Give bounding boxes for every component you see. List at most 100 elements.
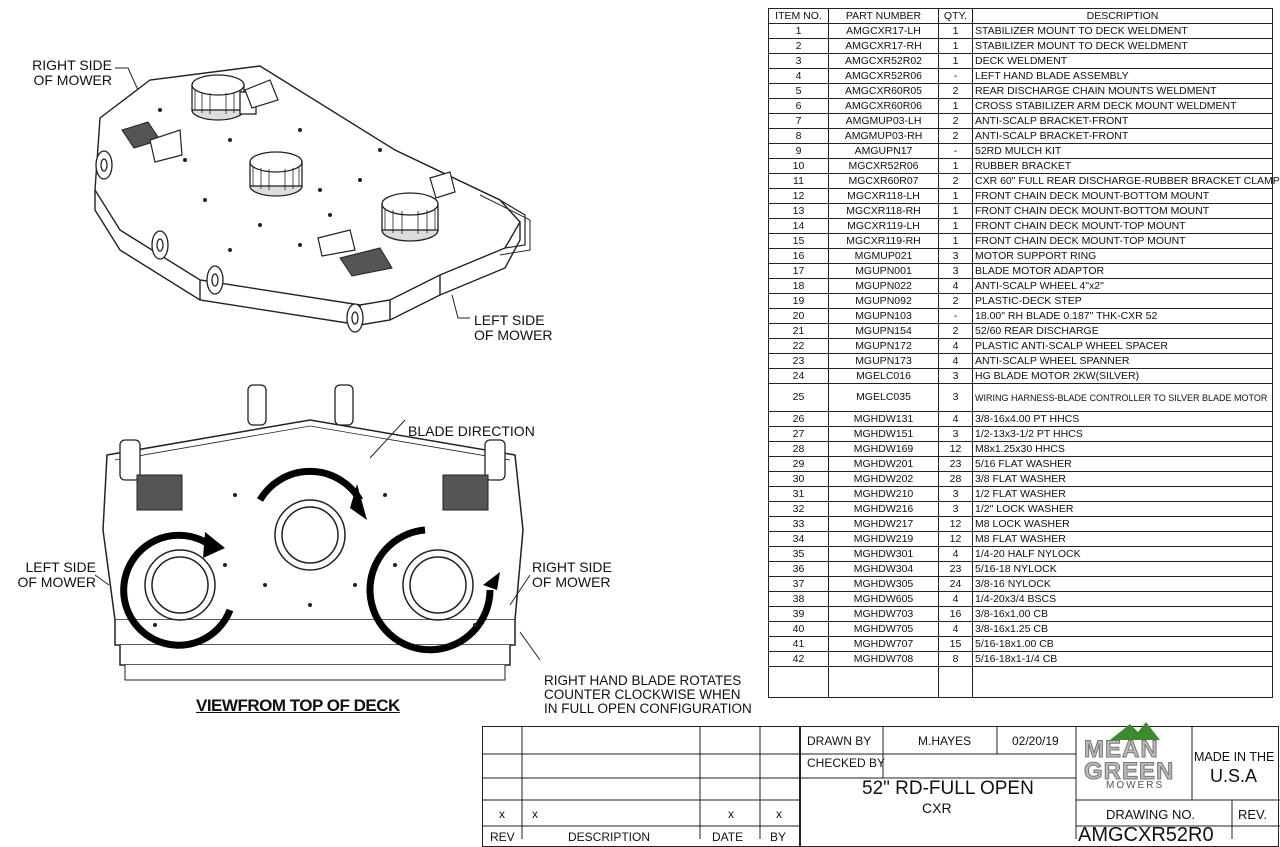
bom-item-no: 28 bbox=[768, 441, 829, 457]
logo-text: MOWERS bbox=[1106, 780, 1165, 791]
rh-blade-note: RIGHT HAND BLADE ROTATES COUNTER CLOCKWI… bbox=[544, 673, 752, 716]
bom-qty: 16 bbox=[938, 606, 973, 622]
bom-description: 1/2 FLAT WASHER bbox=[972, 486, 1273, 502]
bom-item-no: 6 bbox=[768, 98, 829, 114]
bom-part-number: AMGCXR17-RH bbox=[828, 38, 939, 54]
bom-item-no: 17 bbox=[768, 263, 829, 279]
bom-item-no: 40 bbox=[768, 621, 829, 637]
right-side-label: RIGHT SIDE OF MOWER bbox=[32, 57, 112, 88]
blade-motor-icon bbox=[381, 192, 439, 242]
bom-description: 1/4-20x3/4 BSCS bbox=[972, 591, 1273, 607]
bom-item-no: 22 bbox=[768, 338, 829, 354]
bom-item-no: 7 bbox=[768, 113, 829, 129]
bom-part-number: MGUPN172 bbox=[828, 338, 939, 354]
rotation-arrow-icon bbox=[120, 467, 494, 654]
drawn-date: 02/20/19 bbox=[1012, 734, 1059, 748]
bom-item-no: 26 bbox=[768, 411, 829, 427]
bom-qty: 12 bbox=[938, 516, 973, 532]
bom-description: DECK WELDMENT bbox=[972, 53, 1273, 69]
bom-description: 5/16-18x1-1/4 CB bbox=[972, 651, 1273, 667]
bom-qty: 2 bbox=[938, 173, 973, 189]
bom-description: HG BLADE MOTOR 2KW(SILVER) bbox=[972, 368, 1273, 384]
bom-qty: 28 bbox=[938, 471, 973, 487]
bom-column-header: ITEM NO. bbox=[768, 8, 829, 24]
bom-qty: 4 bbox=[938, 621, 973, 637]
bom-part-number: MGHDW169 bbox=[828, 441, 939, 457]
bom-description: 18.00" RH BLADE 0.187" THK-CXR 52 bbox=[972, 308, 1273, 324]
bom-part-number: MGHDW217 bbox=[828, 516, 939, 532]
bom-qty: 3 bbox=[938, 263, 973, 279]
bom-part-number: MGCXR119-RH bbox=[828, 233, 939, 249]
bom-part-number: MGCXR60R07 bbox=[828, 173, 939, 189]
bom-qty: 3 bbox=[938, 383, 973, 412]
bom-item-no: 13 bbox=[768, 203, 829, 219]
drawn-by-value: M.HAYES bbox=[918, 734, 972, 748]
bom-item-no: 11 bbox=[768, 173, 829, 189]
logo-text: GREEN bbox=[1083, 758, 1175, 786]
bom-part-number: MGHDW151 bbox=[828, 426, 939, 442]
bom-qty: - bbox=[938, 308, 973, 324]
bom-qty: 24 bbox=[938, 576, 973, 592]
bom-part-number: MGHDW305 bbox=[828, 576, 939, 592]
bom-part-number: MGHDW216 bbox=[828, 501, 939, 517]
bom-part-number: MGHDW304 bbox=[828, 561, 939, 577]
bom-item-no: 34 bbox=[768, 531, 829, 547]
bom-description: FRONT CHAIN DECK MOUNT-TOP MOUNT bbox=[972, 218, 1273, 234]
bom-part-number: MGUPN173 bbox=[828, 353, 939, 369]
bom-item-no: 32 bbox=[768, 501, 829, 517]
bom-part-number: AMGMUP03-RH bbox=[828, 128, 939, 144]
bom-description: MOTOR SUPPORT RING bbox=[972, 248, 1273, 264]
bom-item-no: 20 bbox=[768, 308, 829, 324]
bom-description: 5/16-18 NYLOCK bbox=[972, 561, 1273, 577]
bom-part-number: AMGCXR52R02 bbox=[828, 53, 939, 69]
bom-qty: 3 bbox=[938, 368, 973, 384]
bom-qty: - bbox=[938, 68, 973, 84]
bom-qty: 2 bbox=[938, 128, 973, 144]
rev-header: BY bbox=[770, 830, 787, 844]
revision-block: x x x x REV DESCRIPTION DATE BY bbox=[482, 726, 800, 847]
bom-column-header: PART NUMBER bbox=[828, 8, 939, 24]
rev-mark: x bbox=[532, 807, 538, 821]
bom-item-no: 2 bbox=[768, 38, 829, 54]
bom-qty: 3 bbox=[938, 486, 973, 502]
bom-column-header: QTY. bbox=[938, 8, 973, 24]
bom-description: PLASTIC-DECK STEP bbox=[972, 293, 1273, 309]
bom-part-number: AMGCXR52R06 bbox=[828, 68, 939, 84]
bom-part-number: MGHDW219 bbox=[828, 531, 939, 547]
bom-part-number: MGHDW703 bbox=[828, 606, 939, 622]
bom-qty: 2 bbox=[938, 293, 973, 309]
bom-part-number: MGMUP021 bbox=[828, 248, 939, 264]
bom-part-number: MGELC035 bbox=[828, 383, 939, 412]
bom-empty-row bbox=[768, 666, 1273, 698]
bom-qty: 1 bbox=[938, 218, 973, 234]
drawing-no-label: DRAWING NO. bbox=[1106, 807, 1196, 822]
bom-qty: 4 bbox=[938, 278, 973, 294]
bom-qty: 3 bbox=[938, 501, 973, 517]
rev-mark: x bbox=[499, 807, 505, 821]
mountain-icon bbox=[1110, 722, 1160, 740]
bom-item-no: 12 bbox=[768, 188, 829, 204]
bom-qty: 1 bbox=[938, 23, 973, 39]
bom-part-number: MGHDW202 bbox=[828, 471, 939, 487]
view-title: VIEWFROM TOP OF DECK bbox=[196, 696, 400, 715]
bom-description: FRONT CHAIN DECK MOUNT-BOTTOM MOUNT bbox=[972, 188, 1273, 204]
wheel-icon bbox=[95, 150, 364, 333]
bom-description: CROSS STABILIZER ARM DECK MOUNT WELDMENT bbox=[972, 98, 1273, 114]
bom-description: RUBBER BRACKET bbox=[972, 158, 1273, 174]
